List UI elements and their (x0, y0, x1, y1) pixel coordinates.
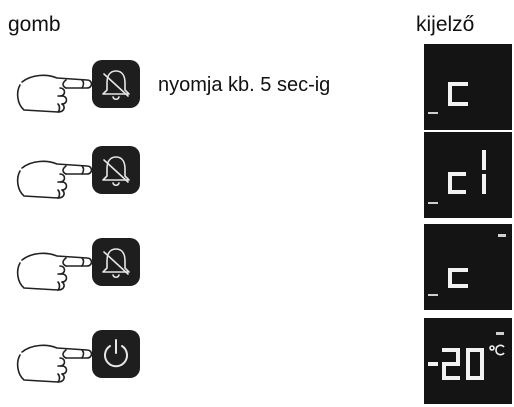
instruction-text: nyomja kb. 5 sec-ig (158, 74, 331, 96)
display-panel-4 (424, 318, 512, 404)
display-readout-c (448, 82, 468, 106)
menu-indicator (428, 112, 438, 114)
display-readout-minus-20 (428, 348, 484, 380)
top-right-indicator (496, 332, 504, 335)
display-readout-c1 (448, 150, 486, 194)
menu-indicator (428, 294, 438, 296)
alarm-off-button[interactable] (92, 238, 140, 286)
hand-press-alarm-button (2, 52, 152, 122)
alarm-off-button[interactable] (92, 146, 140, 194)
step-row-3 (0, 224, 514, 314)
hand-press-alarm-button (2, 138, 152, 208)
display-column-header: kijelző (416, 13, 475, 36)
alarm-bell-off-icon (102, 156, 130, 187)
menu-indicator (428, 202, 438, 204)
pointing-hand-icon (16, 344, 93, 383)
display-panel-2 (424, 132, 512, 218)
pointing-hand-icon (16, 160, 93, 199)
top-right-indicator (498, 234, 506, 237)
hand-press-alarm-button (2, 230, 152, 300)
pointing-hand-icon (16, 252, 93, 291)
step-row-4 (0, 318, 514, 404)
pointing-hand-icon (16, 74, 93, 113)
hand-press-power-button (2, 322, 152, 392)
button-column-header: gomb (8, 13, 61, 36)
step-row-1: nyomja kb. 5 sec-ig (0, 44, 514, 130)
display-panel-3 (424, 224, 512, 310)
display-readout-c (448, 268, 468, 288)
power-button[interactable] (92, 330, 140, 378)
alarm-off-button[interactable] (92, 60, 140, 108)
display-panel-1 (424, 44, 512, 130)
alarm-bell-off-icon (102, 70, 130, 101)
step-row-2 (0, 132, 514, 218)
alarm-bell-off-icon (102, 248, 130, 279)
power-icon (104, 339, 128, 368)
celsius-unit-icon (489, 344, 505, 356)
